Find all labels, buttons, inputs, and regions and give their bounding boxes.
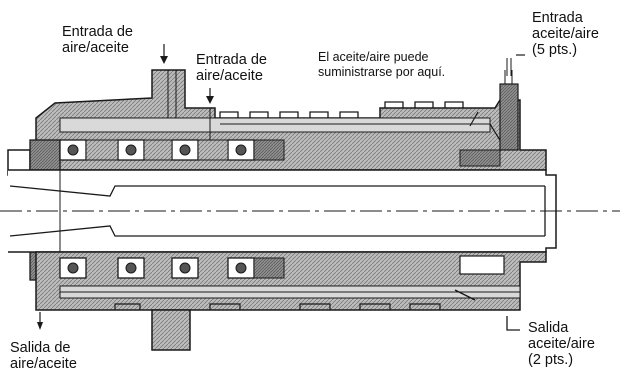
label-inlet-top-center: Entrada de aire/aceite [196,52,267,84]
label-supply-note: El aceite/aire puede suministrarse por a… [318,50,445,80]
label-line: aire/aceite [196,68,263,84]
label-line: El aceite/aire puede [318,50,429,64]
label-inlet-top-left: Entrada de aire/aceite [62,24,133,56]
housing-lower [35,251,547,351]
flow-arrows [37,44,525,331]
upper-bearings [59,139,501,167]
label-line: Entrada [532,10,583,26]
label-line: aceite/aire [528,336,595,352]
label-line: aire/aceite [62,40,129,56]
label-line: Salida de [10,340,71,356]
label-line: Salida [528,320,569,336]
label-line: (2 pts.) [528,352,574,368]
spindle-shaft [0,169,620,253]
label-line: (5 pts.) [532,42,578,58]
label-outlet-right: Salida aceite/aire (2 pts.) [528,320,595,368]
label-line: suministrarse por aquí. [318,65,446,79]
label-inlet-right: Entrada aceite/aire (5 pts.) [532,10,599,58]
label-line: Entrada de [62,24,133,40]
label-line: aire/aceite [10,356,77,372]
label-line: aceite/aire [532,26,599,42]
label-line: Entrada de [196,52,267,68]
label-outlet-left: Salida de aire/aceite [10,340,77,372]
